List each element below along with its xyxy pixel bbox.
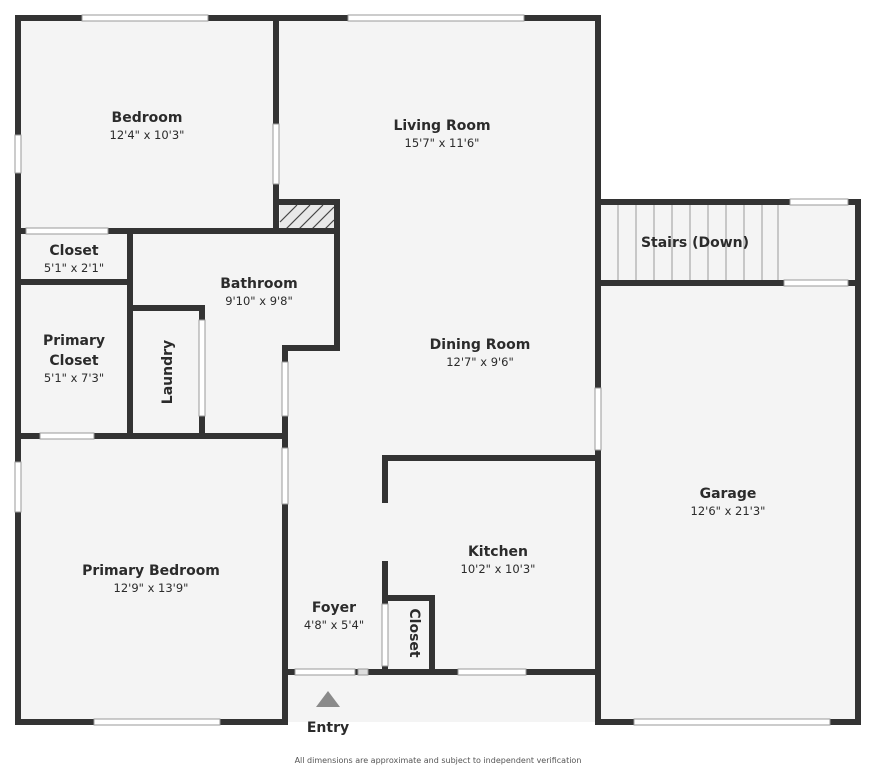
foyer-name: Foyer — [312, 600, 356, 616]
hatched-block — [279, 204, 335, 232]
disclaimer: All dimensions are approximate and subje… — [295, 756, 582, 765]
kitchen-name: Kitchen — [468, 544, 528, 560]
foyer-dims: 4'8" x 5'4" — [304, 618, 364, 632]
closet-1-dims: 5'1" x 2'1" — [44, 261, 104, 275]
kitchen-dims: 10'2" x 10'3" — [461, 562, 536, 576]
windows — [14, 14, 849, 726]
closet-1-name: Closet — [49, 243, 99, 259]
stairs-name: Stairs (Down) — [641, 235, 749, 251]
bathroom-dims: 9'10" x 9'8" — [225, 294, 293, 308]
bedroom-name: Bedroom — [112, 110, 183, 126]
dining-room-name: Dining Room — [430, 337, 531, 353]
garage-name: Garage — [700, 486, 757, 502]
entry-label: Entry — [307, 720, 349, 736]
dining-room-dims: 12'7" x 9'6" — [446, 355, 514, 369]
closet-2-name: Closet — [406, 608, 422, 658]
laundry-name: Laundry — [160, 340, 176, 404]
bathroom-name: Bathroom — [220, 276, 298, 292]
primary-closet-dims: 5'1" x 7'3" — [44, 371, 104, 385]
primary-bedroom-name: Primary Bedroom — [82, 563, 220, 579]
bedroom-dims: 12'4" x 10'3" — [110, 128, 185, 142]
door-openings — [25, 123, 602, 676]
entry-arrow-icon — [316, 691, 340, 707]
garage-dims: 12'6" x 21'3" — [691, 504, 766, 518]
primary-bedroom-dims: 12'9" x 13'9" — [114, 581, 189, 595]
living-room-name: Living Room — [393, 118, 490, 134]
stair-treads — [617, 205, 779, 280]
primary-closet-name-line2: Closet — [49, 353, 99, 369]
floor-fill — [18, 18, 858, 722]
primary-closet-name-line1: Primary — [43, 333, 105, 349]
living-room-dims: 15'7" x 11'6" — [405, 136, 480, 150]
